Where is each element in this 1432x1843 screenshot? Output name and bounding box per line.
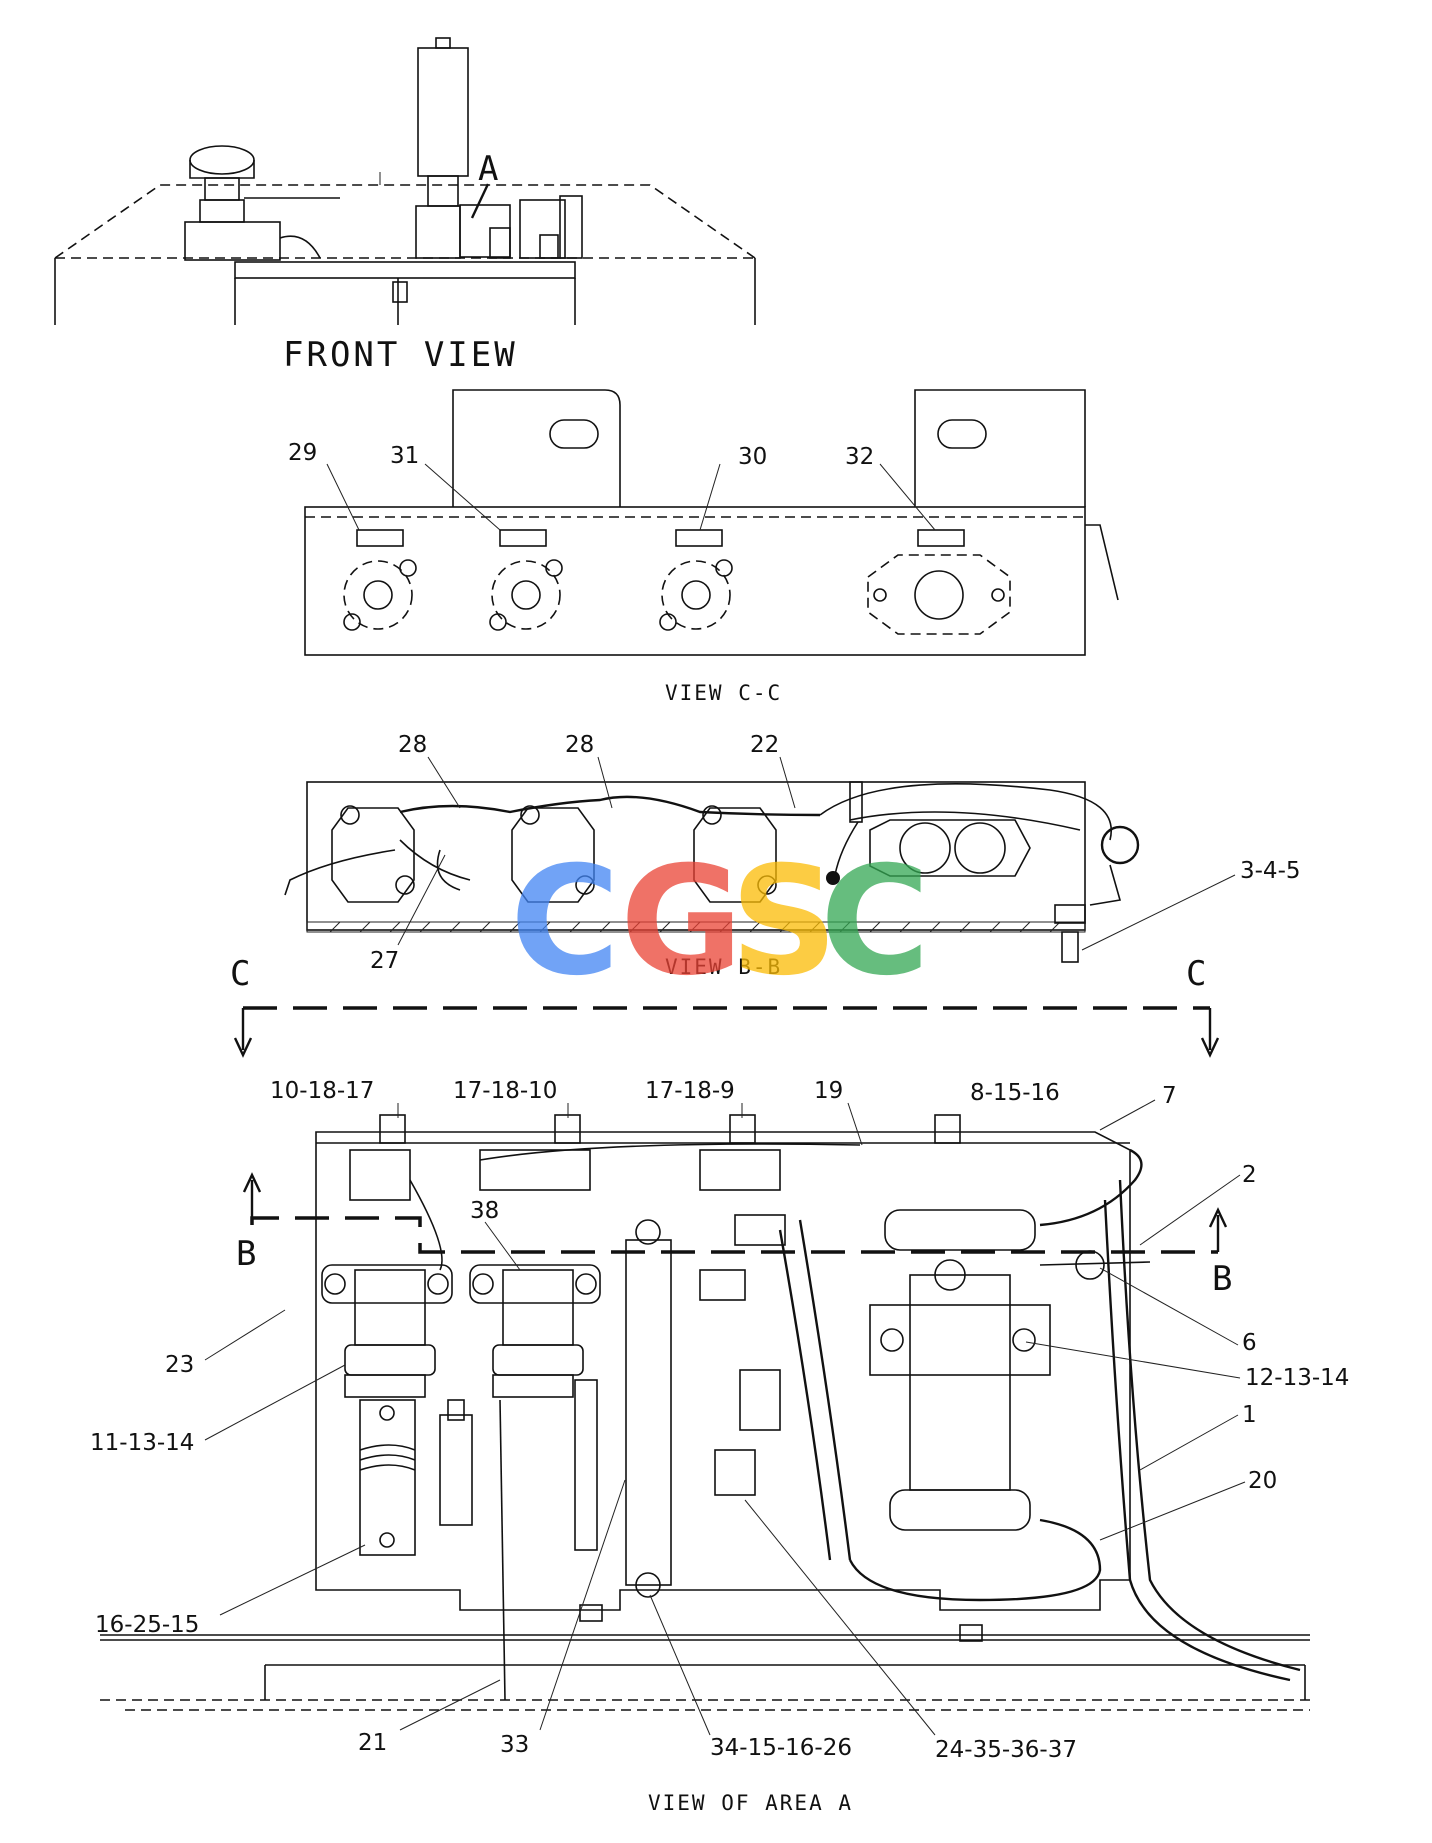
section-c-right-arrow	[1200, 1008, 1220, 1058]
callout-21: 21	[358, 1730, 387, 1756]
cgsc-watermark: C G S C	[510, 835, 930, 1009]
section-c-left: C	[230, 954, 250, 994]
section-c-right: C	[1186, 954, 1206, 994]
callout-22: 22	[750, 732, 779, 758]
callout-23: 23	[165, 1352, 194, 1378]
callout-29: 29	[288, 440, 317, 466]
callout-31: 31	[390, 443, 419, 469]
watermark-letter-c2: C	[820, 835, 930, 1009]
callout-24-35-36-37: 24-35-36-37	[935, 1737, 1077, 1763]
watermark-letter-g: G	[620, 835, 743, 1009]
view-bb-title: VIEW B-B	[665, 955, 782, 979]
callout-3-4-5: 3-4-5	[1240, 858, 1301, 884]
callout-12-13-14: 12-13-14	[1245, 1365, 1349, 1391]
callout-38: 38	[470, 1198, 499, 1224]
watermark-letter-c1: C	[510, 835, 620, 1009]
area-a-callouts: 10-18-17 17-18-10 17-18-9 19 8-15-16 7 2…	[90, 1078, 1349, 1763]
callout-33: 33	[500, 1732, 529, 1758]
callout-17-18-9: 17-18-9	[645, 1078, 735, 1104]
callout-19: 19	[814, 1078, 843, 1104]
callout-16-25-15: 16-25-15	[95, 1612, 199, 1638]
callout-20: 20	[1248, 1468, 1277, 1494]
callout-30: 30	[738, 444, 767, 470]
callout-28-left: 28	[398, 732, 427, 758]
callout-8-15-16: 8-15-16	[970, 1080, 1060, 1106]
callout-10-18-17: 10-18-17	[270, 1078, 374, 1104]
section-a-arrow	[470, 183, 490, 219]
view-cc-drawing	[304, 389, 1119, 656]
callout-7: 7	[1162, 1083, 1177, 1109]
view-bb-callouts: 28 28 22 27 3-4-5	[370, 732, 1301, 974]
section-c-left-arrow	[233, 1008, 253, 1058]
callout-2: 2	[1242, 1162, 1257, 1188]
section-letter-a: A	[478, 149, 498, 189]
view-cc-callouts: 29 31 30 32	[288, 440, 874, 470]
callout-1: 1	[1242, 1402, 1257, 1428]
front-view-title: FRONT VIEW	[283, 335, 518, 375]
section-bb-line	[250, 1216, 1218, 1254]
callout-34-15-16-26: 34-15-16-26	[710, 1735, 852, 1761]
section-b-right: B	[1212, 1259, 1232, 1299]
watermark-letter-s: S	[730, 835, 838, 1009]
view-bb-drawing	[284, 781, 1140, 963]
view-area-a-title: VIEW OF AREA A	[648, 1791, 853, 1815]
callout-28-right: 28	[565, 732, 594, 758]
front-view-drawing	[54, 37, 756, 325]
section-b-left: B	[236, 1234, 256, 1274]
area-a-drawing	[100, 1114, 1310, 1711]
callout-27: 27	[370, 948, 399, 974]
callout-17-18-10: 17-18-10	[453, 1078, 557, 1104]
view-cc-title: VIEW C-C	[665, 681, 782, 705]
section-b-left-arrow	[242, 1172, 262, 1218]
callout-11-13-14: 11-13-14	[90, 1430, 194, 1456]
callout-6: 6	[1242, 1330, 1257, 1356]
callout-32: 32	[845, 444, 874, 470]
section-b-right-arrow	[1208, 1207, 1228, 1252]
